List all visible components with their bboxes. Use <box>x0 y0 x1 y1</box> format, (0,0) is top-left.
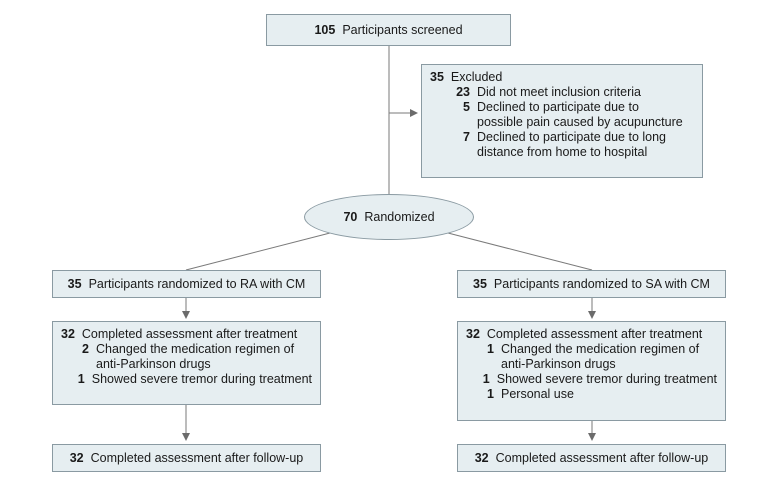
exclusion-reason-text: Declined to participate due to long <box>477 130 667 144</box>
right-treatment-box: 32 Completed assessment after treatment 1… <box>457 321 726 421</box>
left-randomized-label: Participants randomized to RA with CM <box>88 276 306 291</box>
right-randomized-label: Participants randomized to SA with CM <box>493 276 710 291</box>
left-treatment-label: Completed assessment after treatment <box>81 327 298 341</box>
exclusion-reason-count: 5 <box>463 100 470 114</box>
left-reason-count: 1 <box>77 372 85 386</box>
left-followup-box: 32 Completed assessment after follow-up <box>52 444 321 472</box>
left-reason-text: anti-Parkinson drugs <box>96 357 211 371</box>
screened-box: 105 Participants screened <box>266 14 511 46</box>
left-reason-text: Showed severe tremor during treatment <box>91 372 312 386</box>
randomized-count: 70 <box>343 210 358 224</box>
exclusion-reason-text: Declined to participate due to <box>477 100 639 114</box>
left-treatment-box: 32 Completed assessment after treatment 2… <box>52 321 321 405</box>
left-branch-line <box>185 232 331 271</box>
randomized-ellipse: 70 Randomized <box>304 194 474 240</box>
right-randomized-box: 35 Participants randomized to SA with CM <box>457 270 726 298</box>
left-reason-text: Changed the medication regimen of <box>96 342 295 356</box>
right-reason-count: 1 <box>487 387 494 401</box>
excluded-count: 35 <box>430 70 444 84</box>
left-treatment-count: 32 <box>61 327 75 341</box>
exclusion-reason-text: distance from home to hospital <box>477 145 648 159</box>
left-randomized-box: 35 Participants randomized to RA with CM <box>52 270 321 298</box>
right-reason-count: 1 <box>482 372 490 386</box>
excluded-label: Excluded <box>450 70 503 84</box>
right-followup-count: 32 <box>474 450 489 465</box>
left-followup-label: Completed assessment after follow-up <box>90 450 304 465</box>
right-reason-text: anti-Parkinson drugs <box>501 357 616 371</box>
right-followup-box: 32 Completed assessment after follow-up <box>457 444 726 472</box>
exclusion-reason-text: Did not meet inclusion criteria <box>477 85 641 99</box>
left-randomized-count: 35 <box>67 276 82 291</box>
right-reason-text: Showed severe tremor during treatment <box>496 372 717 386</box>
right-treatment-count: 32 <box>466 327 480 341</box>
left-followup-count: 32 <box>69 450 84 465</box>
screened-label: Participants screened <box>342 22 463 37</box>
right-branch-line <box>447 232 593 271</box>
right-followup-label: Completed assessment after follow-up <box>495 450 709 465</box>
exclusion-reason-text: possible pain caused by acupuncture <box>477 115 683 129</box>
right-reason-count: 1 <box>487 342 494 356</box>
screened-count: 105 <box>314 22 336 37</box>
right-randomized-count: 35 <box>473 276 487 291</box>
right-reason-text: Changed the medication regimen of <box>501 342 700 356</box>
excluded-box: 35 Excluded 23 Did not meet inclusion crit… <box>421 64 703 178</box>
exclusion-reason-count: 7 <box>463 130 470 144</box>
right-treatment-label: Completed assessment after treatment <box>486 327 703 341</box>
right-reason-text: Personal use <box>501 387 574 401</box>
exclusion-reason-count: 23 <box>456 85 470 99</box>
left-reason-count: 2 <box>82 342 89 356</box>
randomized-label: Randomized <box>364 210 435 224</box>
